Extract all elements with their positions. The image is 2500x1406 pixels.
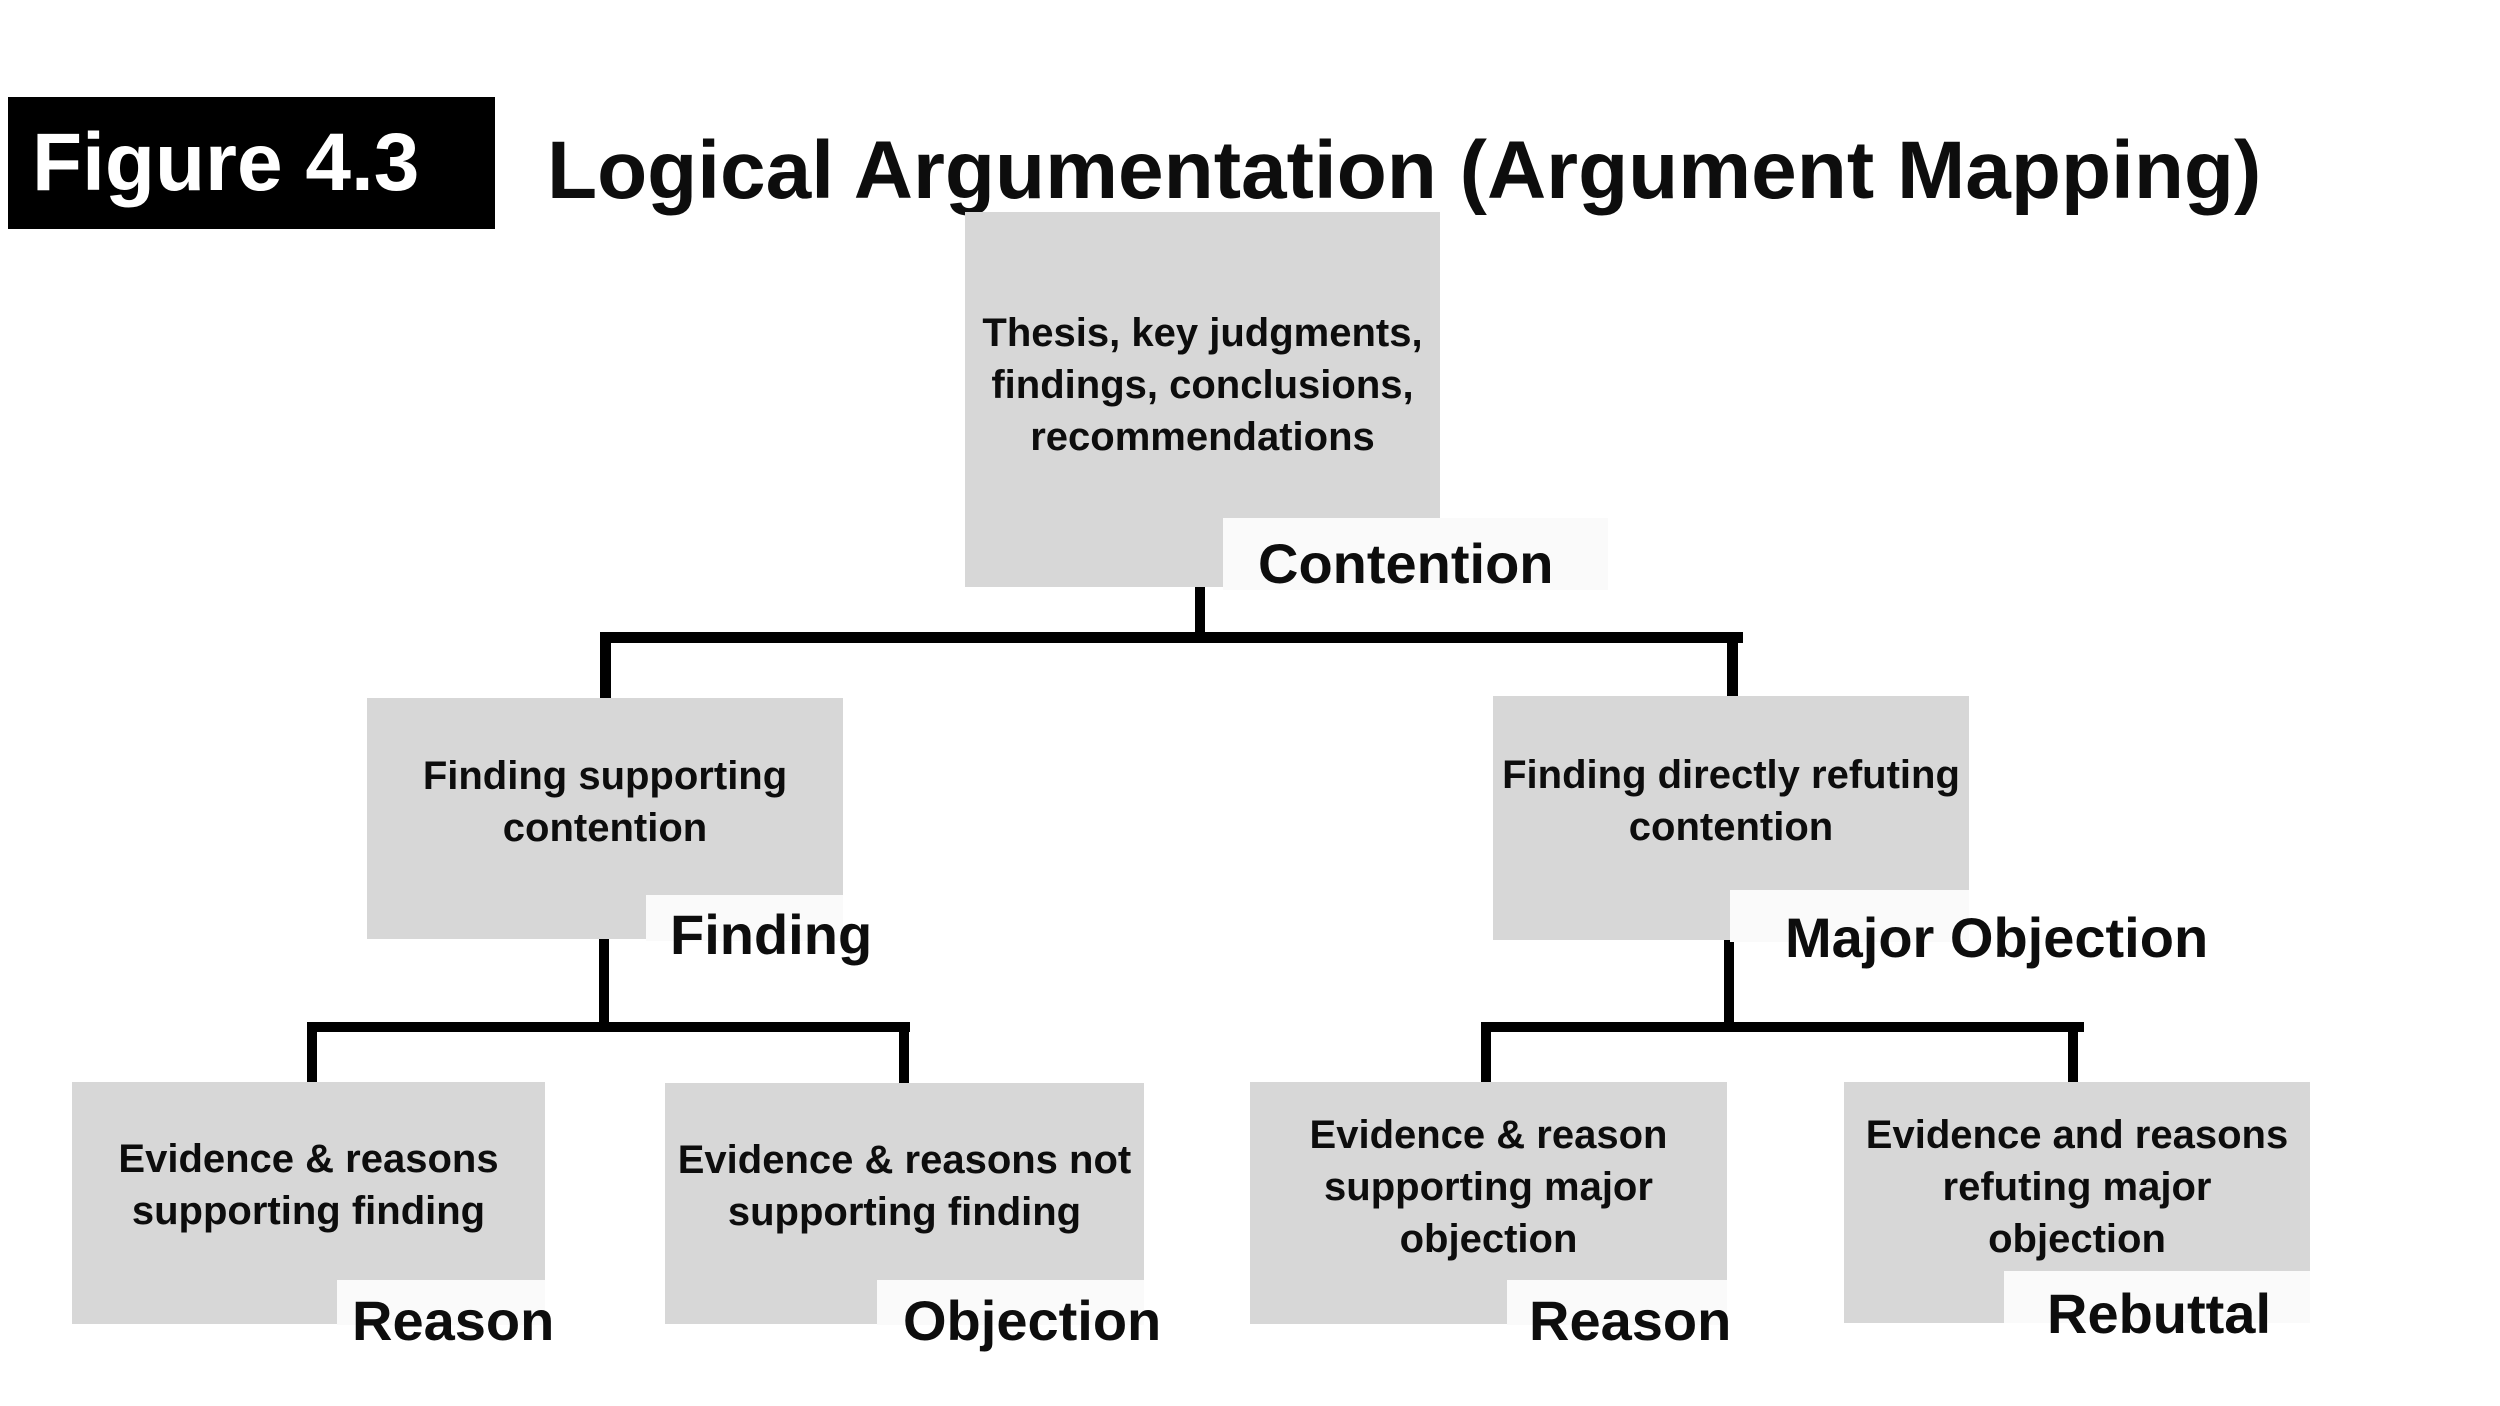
node-rebuttal-label: Rebuttal bbox=[2047, 1282, 2271, 1345]
connector-mid-right-drop bbox=[1727, 632, 1738, 696]
node-major-objection-label-box bbox=[1730, 890, 1969, 942]
connector-bottom-right-horizontal bbox=[1481, 1022, 2084, 1032]
figure-number-label: Figure 4.3 bbox=[32, 117, 420, 208]
node-reason-for-major-objection-label-box bbox=[1507, 1280, 1727, 1325]
node-reason-for-finding-label: Reason bbox=[352, 1289, 555, 1352]
node-contention: Thesis, key judgments, findings, conclus… bbox=[965, 212, 1608, 592]
node-reason-for-major-objection-body: Evidence & reason supporting major objec… bbox=[1309, 1113, 1668, 1261]
node-objection-to-finding-body: Evidence & reasons not supporting findin… bbox=[677, 1137, 1132, 1234]
connector-finding-stub bbox=[599, 937, 609, 1032]
node-contention-label-box bbox=[1223, 518, 1608, 590]
node-reason-for-finding: Evidence & reasons supporting finding Re… bbox=[72, 1082, 554, 1349]
connector-mid-left-drop bbox=[600, 632, 611, 698]
connector-contention-stub bbox=[1195, 584, 1205, 642]
connector-bottom-left-horizontal bbox=[307, 1022, 910, 1032]
node-objection-to-finding: Evidence & reasons not supporting findin… bbox=[665, 1083, 1161, 1349]
node-reason-for-finding-body: Evidence & reasons supporting finding bbox=[118, 1137, 499, 1233]
node-reason-for-finding-label-box bbox=[337, 1280, 545, 1325]
node-contention-body: Thesis, key judgments, findings, conclus… bbox=[982, 310, 1423, 459]
node-major-objection-body: Finding directly refuting contention bbox=[1502, 753, 1960, 849]
node-finding-body: Finding supporting contention bbox=[422, 753, 788, 850]
node-rebuttal: Evidence and reasons refuting major obje… bbox=[1844, 1082, 2310, 1342]
connector-bottom-right-left-drop bbox=[1481, 1022, 1491, 1083]
figure-number-box: Figure 4.3 bbox=[8, 97, 495, 229]
node-reason-for-major-objection-label: Reason bbox=[1529, 1289, 1732, 1352]
node-rebuttal-label-box bbox=[2004, 1271, 2310, 1323]
node-objection-to-finding-label: Objection bbox=[903, 1289, 1162, 1352]
page-title: Logical Argumentation (Argument Mapping) bbox=[547, 125, 2262, 216]
node-finding-label: Finding bbox=[670, 903, 873, 966]
connector-mid-horizontal bbox=[600, 632, 1743, 643]
node-finding-label-box bbox=[646, 895, 843, 941]
connector-major-objection-stub bbox=[1724, 938, 1734, 1032]
connector-bottom-right-right-drop bbox=[2068, 1022, 2078, 1083]
connector-bottom-left-left-drop bbox=[307, 1022, 317, 1083]
node-reason-for-major-objection: Evidence & reason supporting major objec… bbox=[1250, 1082, 1731, 1349]
node-finding: Finding supporting contention Finding bbox=[367, 698, 872, 963]
node-objection-to-finding-label-box bbox=[877, 1280, 1144, 1325]
node-rebuttal-body: Evidence and reasons refuting major obje… bbox=[1865, 1112, 2289, 1261]
node-major-objection-label: Major Objection bbox=[1785, 906, 2209, 969]
node-contention-label: Contention bbox=[1258, 532, 1554, 595]
connector-bottom-left-right-drop bbox=[899, 1022, 909, 1084]
node-major-objection: Finding directly refuting contention Maj… bbox=[1493, 696, 2208, 966]
